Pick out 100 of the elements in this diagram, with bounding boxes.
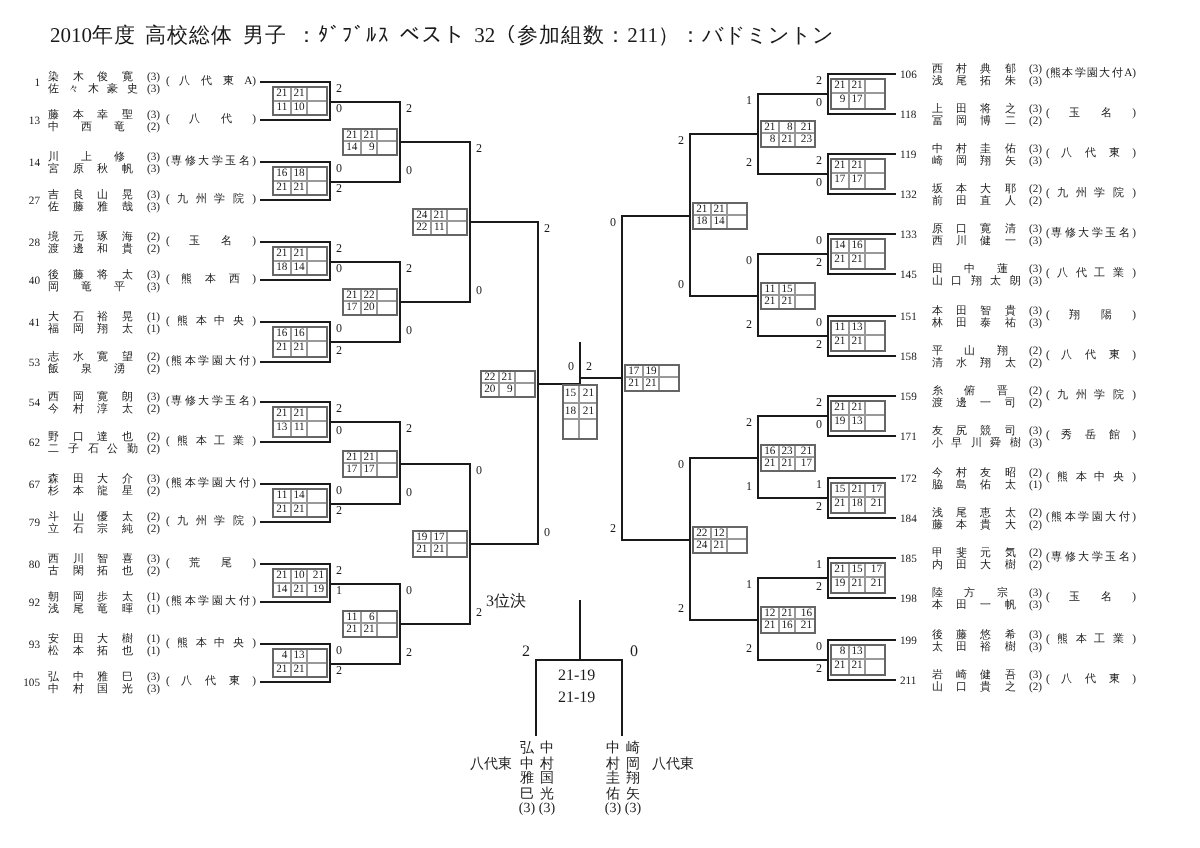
bracket-line [827,477,897,499]
game-count: 0 [630,642,638,660]
bracket-line [827,557,897,579]
page-title: 2010年度 高校総体 男子 ：ﾀﾞﾌﾞﾙｽ ベスト 32（参加組数：211）：バドミントン [50,24,834,50]
bracket-line [827,253,897,275]
bracket-line [259,161,331,183]
bracket-line [259,503,331,523]
bracket-line [259,341,331,363]
bracket-line [621,215,691,379]
bracket-line [579,599,581,661]
score-box [272,488,328,518]
bracket-line [827,335,897,357]
score-box [412,208,468,236]
score-box [692,202,748,230]
bracket-line [259,181,331,201]
score-box [830,78,886,110]
bracket-line [827,73,897,95]
bracket-line [757,619,829,661]
score-box [342,128,398,156]
bracket-line [579,659,623,737]
bracket-line [399,543,471,625]
bracket-line [827,153,897,175]
bracket-line [259,421,331,443]
bracket-line [579,377,623,383]
score-box [272,166,328,196]
score-box [272,648,328,678]
score-box [692,526,748,554]
bracket-line [259,101,331,121]
score-box [830,644,886,676]
bracket-line [757,253,829,297]
bracket-line [827,415,897,437]
bracket-line [535,659,581,737]
bracket-line [689,215,759,297]
bracket-line [689,457,759,541]
score-box [624,364,680,392]
bracket-line [259,663,331,683]
score-box [272,86,328,116]
score-box [830,400,886,432]
match-heading: 3位決 [486,592,526,610]
bracket-line [827,577,897,599]
bracket-line [827,315,897,337]
score-box [342,450,398,478]
game-score: 21-19 [558,666,596,684]
bracket-line [399,141,471,223]
score-box [760,120,816,148]
bracket-line [579,341,581,383]
bracket-line [259,241,331,263]
bracket-line [329,623,401,665]
bracket-line [329,421,401,465]
bracket-line [827,395,897,417]
bracket-line [827,639,897,661]
bracket-line [329,101,401,143]
bracket-line [259,81,331,103]
bracket-line [757,133,829,175]
score-box [830,158,886,190]
score-box [342,288,398,316]
game-score: 21-19 [558,688,596,706]
score-box [272,326,328,358]
bracket-line [329,463,401,505]
bracket-line [259,563,331,585]
bracket-line [827,659,897,681]
score-box [760,606,816,634]
bracket-line [329,261,401,303]
score-box [272,406,328,438]
bracket-line [469,383,539,545]
score-box [830,320,886,352]
bracket-line [399,463,471,545]
bracket-line [827,497,897,519]
score-box [760,444,816,472]
score-box [830,238,886,270]
bracket-line [259,483,331,505]
game-count: 2 [522,642,530,660]
bracket-line [827,233,897,255]
score-box [830,482,886,514]
bracket-line [757,415,829,459]
bracket-line [259,583,331,603]
bracket-line [757,577,829,621]
score-box [342,610,398,638]
score-box [272,568,328,598]
bracket-line [757,93,829,135]
bracket-line [329,583,401,625]
bracket-line [259,643,331,665]
score-box [760,282,816,310]
bracket-line [259,261,331,281]
score-box [412,530,468,558]
score-box [562,384,598,440]
bracket-line [827,93,897,115]
score-box [830,562,886,594]
bracket-line [259,401,331,423]
bracket-line [329,301,401,343]
score-box [272,246,328,276]
bracket-line [689,133,759,217]
bracket-line [757,295,829,337]
bracket-line [827,173,897,195]
bracket-line [469,221,539,385]
bracket-line [537,381,581,385]
bracket-line [621,377,691,541]
bracket-line [329,141,401,183]
bracket-line [259,321,331,343]
score-box [480,370,536,398]
